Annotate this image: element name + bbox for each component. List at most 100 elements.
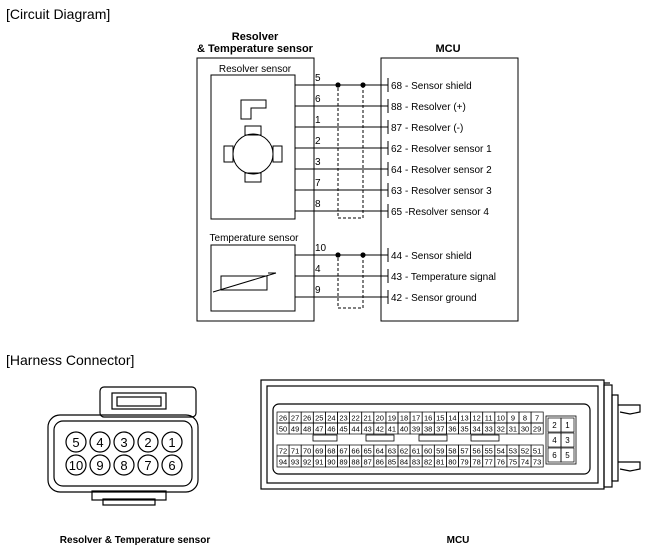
mcu-pin-label: - Resolver sensor 3 — [405, 186, 492, 197]
wire-pin-number: 2 — [315, 136, 321, 147]
wire-pin-number: 4 — [315, 264, 321, 275]
mcu-pin-number: 34 — [472, 425, 480, 434]
connector-latch-bar — [365, 434, 395, 442]
mcu-pin-number: 64 — [376, 447, 384, 456]
connector-pin-number: 8 — [120, 458, 127, 473]
connector-pin-number: 6 — [168, 458, 175, 473]
mcu-pin-number: 81 — [436, 458, 444, 467]
mcu-connector-caption: MCU — [447, 535, 470, 546]
mcu-pin-number: 49 — [291, 425, 299, 434]
mcu-pin-number: 83 — [412, 458, 420, 467]
mcu-pin-number: 69 — [315, 447, 323, 456]
mcu-pin-number: 68 — [391, 81, 403, 92]
mcu-pin-number: 1 — [565, 421, 570, 430]
mcu-pin-label: - Resolver (+) — [405, 102, 466, 113]
mcu-pin-number: 43 — [364, 425, 372, 434]
mcu-pin-number: 88 — [391, 102, 403, 113]
mcu-pin-number: 11 — [485, 414, 493, 423]
mcu-pin-cell — [530, 422, 544, 435]
connector-pin-circle — [89, 431, 111, 453]
mcu-pin-number: 5 — [565, 451, 570, 460]
mcu-pin-number: 84 — [400, 458, 408, 467]
connector-pin-number: 9 — [96, 458, 103, 473]
mcu-pin-number: 71 — [291, 447, 299, 456]
mcu-pin-number: 78 — [472, 458, 480, 467]
mcu-pin-number: 43 — [391, 272, 403, 283]
mcu-pin-number: 48 — [303, 425, 311, 434]
mcu-pin-number: 94 — [279, 458, 287, 467]
mcu-pin-number: 39 — [412, 425, 420, 434]
mcu-pin-number: 35 — [460, 425, 468, 434]
wire-pin-number: 1 — [315, 115, 321, 126]
small-connector-caption: Resolver & Temperature sensor — [60, 535, 211, 546]
wire-pin-number: 9 — [315, 285, 321, 296]
mcu-pin-number: 42 — [376, 425, 384, 434]
mcu-pin-number: 52 — [521, 447, 529, 456]
mcu-pin-label: - Sensor ground — [405, 293, 477, 304]
resolver-title-line2: & Temperature sensor — [197, 43, 314, 55]
connector-pin-number: 3 — [120, 435, 127, 450]
mcu-pin-number: 50 — [279, 425, 287, 434]
mcu-pin-label: - Sensor shield — [405, 81, 472, 92]
connector-pin-number: 7 — [144, 458, 151, 473]
resolver-title-line1: Resolver — [232, 31, 279, 43]
mcu-pin-number: 23 — [339, 414, 347, 423]
mcu-pin-number: 86 — [376, 458, 384, 467]
mcu-pin-number: 19 — [388, 414, 396, 423]
mcu-pin-number: 87 — [364, 458, 372, 467]
mcu-side-pin-cell — [560, 447, 575, 463]
connector-pin-circle — [65, 431, 87, 453]
mcu-pin-number: 2 — [552, 421, 557, 430]
small-connector — [47, 386, 199, 506]
mcu-pin-number: 26 — [303, 414, 311, 423]
resolver-symbol — [223, 99, 283, 183]
mcu-pin-label: - Resolver sensor 1 — [405, 144, 492, 155]
mcu-pin-number: 27 — [291, 414, 299, 423]
mcu-pin-number: 72 — [279, 447, 287, 456]
temperature-symbol — [212, 272, 277, 293]
mcu-pin-number: 29 — [533, 425, 541, 434]
resolver-sensor-label: Resolver sensor — [219, 64, 292, 75]
mcu-pin-number: 25 — [315, 414, 323, 423]
mcu-pin-number: 70 — [303, 447, 311, 456]
mcu-pin-number: 31 — [509, 425, 517, 434]
circuit-diagram-heading: [Circuit Diagram] — [6, 6, 111, 22]
harness-connector-heading: [Harness Connector] — [6, 352, 135, 368]
connector-pin-circle — [161, 454, 183, 476]
mcu-pin-number: 26 — [279, 414, 287, 423]
mcu-side-pin-block — [545, 415, 577, 465]
mcu-pin-number: 41 — [388, 425, 396, 434]
mcu-pin-number: 63 — [391, 186, 403, 197]
wire-pin-number: 8 — [315, 199, 321, 210]
connector-pin-number: 5 — [72, 435, 79, 450]
connector-pin-number: 2 — [144, 435, 151, 450]
mcu-pin-number: 66 — [351, 447, 359, 456]
mcu-pin-number: 13 — [460, 414, 468, 423]
mcu-pin-number: 21 — [364, 414, 372, 423]
mcu-pin-label: - Temperature signal — [405, 272, 496, 283]
mcu-pin-number: 89 — [339, 458, 347, 467]
connector-pin-circle — [137, 431, 159, 453]
mcu-pin-number: 22 — [351, 414, 359, 423]
wire-pin-number: 5 — [315, 73, 321, 84]
mcu-side-pin-cell — [560, 417, 575, 433]
mcu-pin-number: 38 — [424, 425, 432, 434]
mcu-pin-label: - Sensor shield — [405, 251, 472, 262]
mcu-pin-number: 51 — [533, 447, 541, 456]
mcu-pin-number: 54 — [497, 447, 505, 456]
connector-pin-number: 4 — [96, 435, 103, 450]
mcu-pin-number: 87 — [391, 123, 403, 134]
mcu-pin-number: 75 — [509, 458, 517, 467]
connector-pin-number: 10 — [69, 458, 83, 473]
wire-pin-number: 6 — [315, 94, 321, 105]
connector-pin-circle — [89, 454, 111, 476]
mcu-pin-number: 46 — [327, 425, 335, 434]
mcu-pin-number: 65 — [364, 447, 372, 456]
mcu-pin-number: 17 — [412, 414, 420, 423]
mcu-pin-number: 82 — [424, 458, 432, 467]
wire-pin-number: 10 — [315, 243, 327, 254]
mcu-pin-number: 20 — [376, 414, 384, 423]
mcu-pin-number: 16 — [424, 414, 432, 423]
mcu-pin-number: 65 — [391, 207, 403, 218]
